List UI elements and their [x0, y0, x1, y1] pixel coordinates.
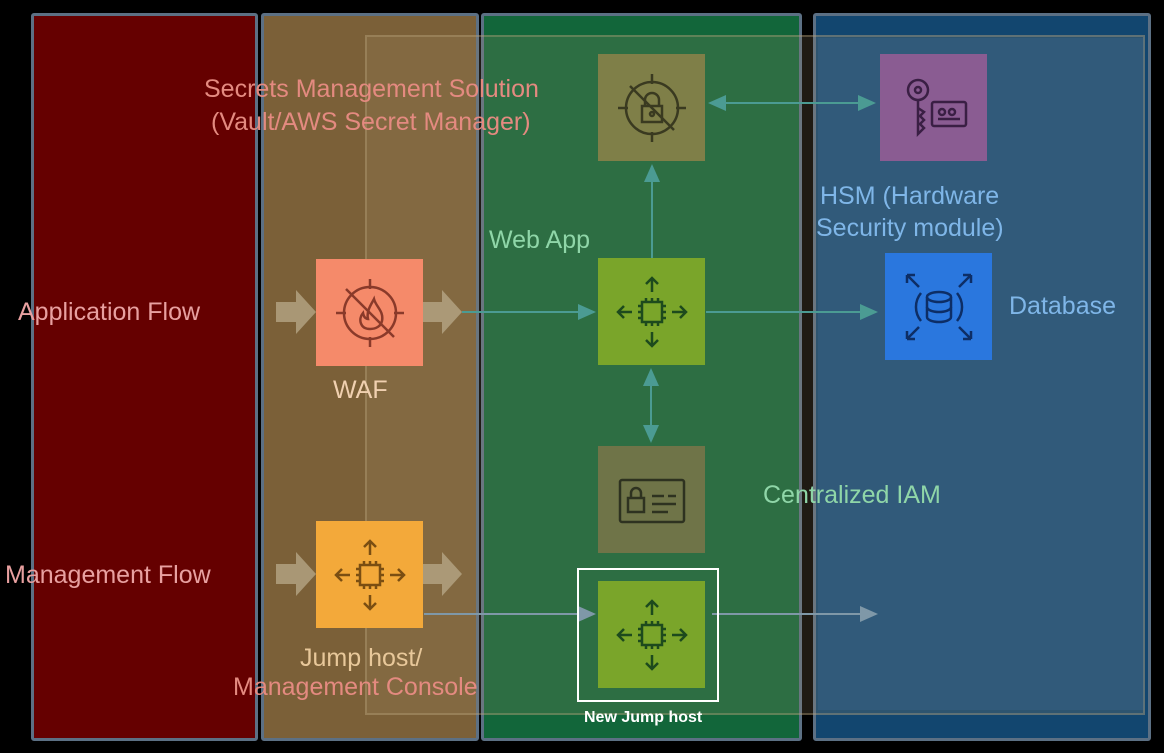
firewall-icon — [335, 278, 404, 347]
jump-host-node[interactable] — [316, 521, 423, 628]
block-arrow-mgmt-out — [422, 552, 462, 596]
waf-label: WAF — [333, 376, 388, 404]
zone-external — [31, 13, 258, 741]
secrets-node[interactable] — [598, 54, 705, 161]
lock-target-icon — [617, 73, 686, 142]
database-node[interactable] — [885, 253, 992, 360]
compute-chip-icon — [615, 598, 688, 671]
management-flow-label: Management Flow — [5, 561, 211, 589]
new-jump-host-node[interactable] — [598, 581, 705, 688]
new-jump-host-label: New Jump host — [584, 709, 703, 726]
secrets-label-line2: (Vault/AWS Secret Manager) — [211, 108, 531, 136]
application-flow-label: Application Flow — [18, 298, 201, 326]
centralized-iam-label: Centralized IAM — [763, 481, 941, 509]
new-jump-host-selection[interactable] — [577, 568, 719, 702]
block-arrow-app-in — [276, 290, 316, 334]
jump-host-label-line1: Jump host/ — [300, 644, 423, 672]
iam-node[interactable] — [598, 446, 705, 553]
block-arrow-app-out — [422, 290, 462, 334]
secrets-label-line1: Secrets Management Solution — [204, 75, 539, 103]
web-app-node[interactable] — [598, 258, 705, 365]
id-card-lock-icon — [618, 478, 685, 523]
overlay-panel-secrets — [365, 35, 1145, 715]
web-app-label: Web App — [489, 226, 591, 254]
database-label: Database — [1009, 292, 1117, 320]
database-icon — [905, 273, 972, 340]
compute-chip-icon — [615, 275, 688, 348]
compute-chip-icon — [333, 538, 406, 611]
waf-node[interactable] — [316, 259, 423, 366]
key-card-icon — [906, 78, 967, 137]
jump-host-label-line2: Management Console — [233, 673, 478, 701]
hsm-node[interactable] — [880, 54, 987, 161]
block-arrow-mgmt-in — [276, 552, 316, 596]
hsm-label-line2: Security module) — [816, 214, 1004, 242]
hsm-label-line1: HSM (Hardware — [820, 182, 1000, 210]
